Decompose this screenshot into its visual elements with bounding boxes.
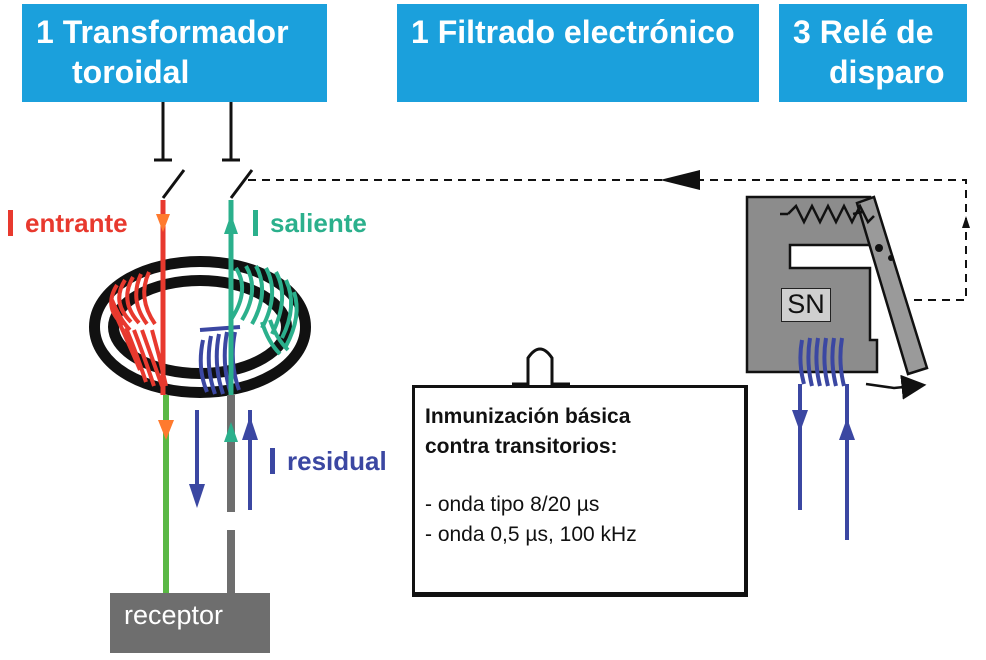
info-item-100khz: - onda 0,5 µs, 100 kHz bbox=[425, 523, 637, 546]
incoming-conductor bbox=[156, 200, 174, 595]
header-rele-de-disparo: 3 Relé de disparo bbox=[779, 4, 967, 102]
header-transformador-line1: 1 Transformador bbox=[36, 14, 289, 50]
info-title-line1: Inmunización básica bbox=[425, 405, 631, 428]
trip-link-small-arrow bbox=[962, 216, 970, 228]
outgoing-conductor bbox=[224, 200, 238, 595]
label-entrante-text: entrante bbox=[25, 208, 128, 238]
current-symbol-i bbox=[253, 210, 258, 236]
switch-contacts bbox=[154, 102, 254, 199]
label-residual-text: residual bbox=[287, 446, 387, 476]
label-i-saliente: saliente bbox=[253, 208, 367, 239]
info-spacer bbox=[425, 462, 744, 490]
label-i-entrante: entrante bbox=[8, 208, 128, 239]
header-filtrado-line1: 1 Filtrado electrónico bbox=[411, 14, 735, 50]
header-rele-line1: 3 Relé de bbox=[793, 14, 934, 50]
info-title-line2: contra transitorios: bbox=[425, 435, 618, 458]
incoming-winding bbox=[109, 271, 168, 387]
outgoing-winding bbox=[230, 264, 299, 356]
current-symbol-i bbox=[270, 448, 275, 474]
header-transformador-toroidal: 1 Transformador toroidal bbox=[22, 4, 327, 102]
relay-coil-arrow-up bbox=[839, 418, 855, 440]
receiver-box: receptor bbox=[110, 593, 270, 653]
trip-link-dashed bbox=[248, 179, 967, 301]
magnet-sn: SN bbox=[781, 288, 831, 322]
header-rele-line2: disparo bbox=[829, 54, 945, 90]
toroidal-core bbox=[89, 256, 311, 398]
transient-immunity-box: Inmunización básica contra transitorios:… bbox=[412, 385, 748, 597]
relay-coil bbox=[798, 337, 849, 540]
trip-relay bbox=[745, 195, 929, 400]
trip-link-arrow-head bbox=[660, 170, 700, 190]
label-saliente-text: saliente bbox=[270, 208, 367, 238]
header-filtrado-electronico: 1 Filtrado electrónico bbox=[397, 4, 759, 102]
label-i-residual: residual bbox=[270, 446, 387, 477]
info-item-8-20: - onda tipo 8/20 µs bbox=[425, 493, 600, 516]
current-symbol-i bbox=[8, 210, 13, 236]
relay-coil-arrow-down bbox=[792, 410, 808, 432]
residual-current-arrows bbox=[189, 410, 258, 510]
header-transformador-line2: toroidal bbox=[72, 54, 190, 90]
transient-pulse-icon bbox=[512, 347, 570, 386]
